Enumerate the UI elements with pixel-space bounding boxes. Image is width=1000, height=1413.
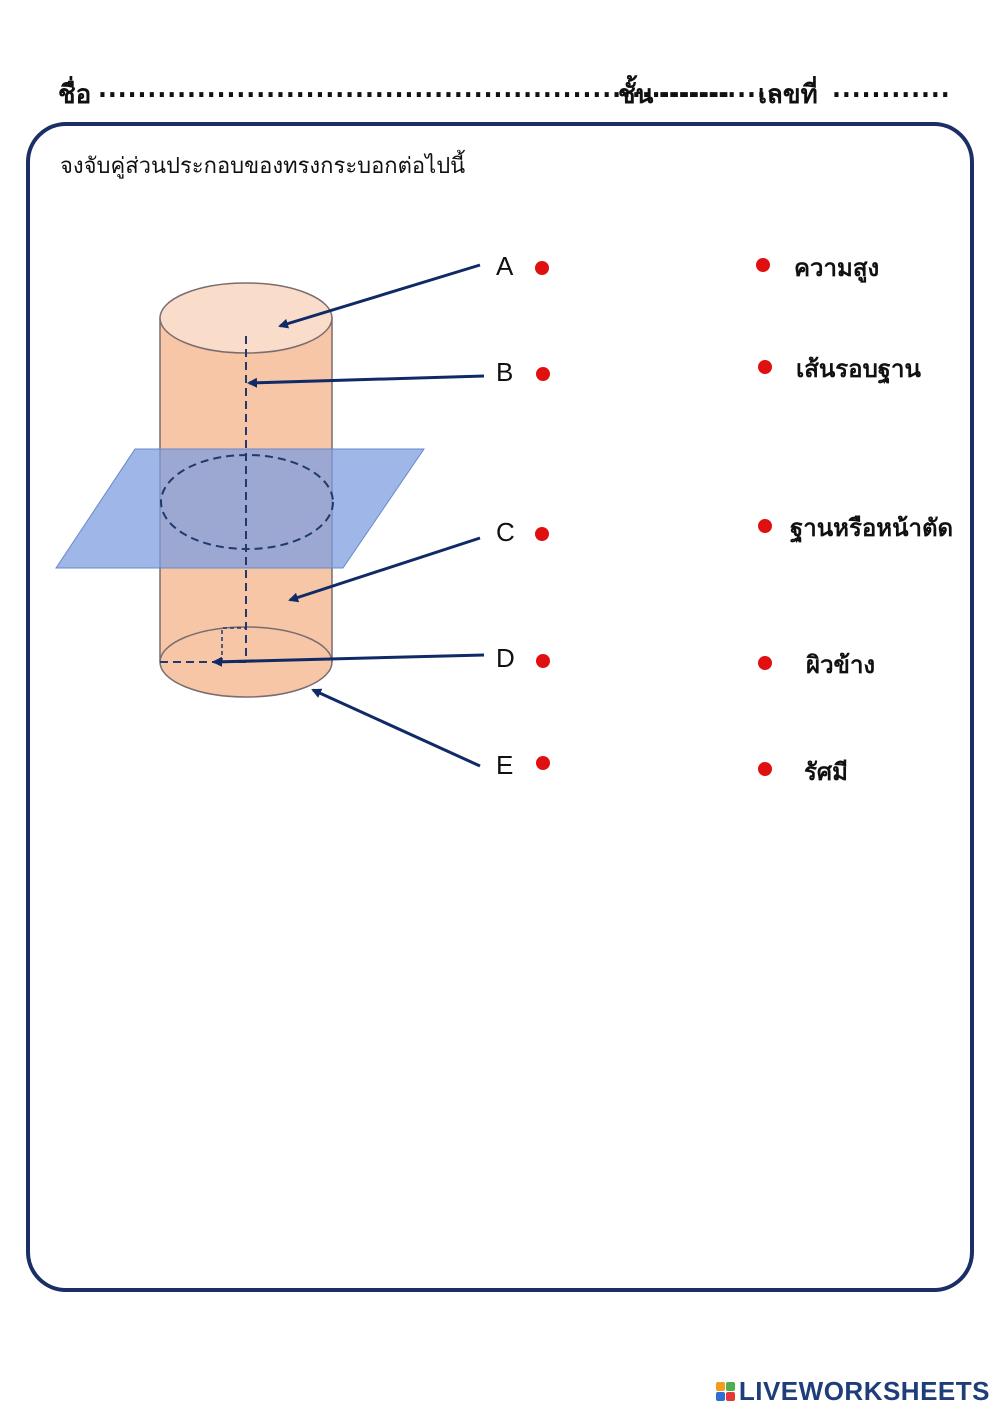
number-label: เลขที่ — [758, 80, 818, 110]
match-dot-c[interactable] — [535, 527, 549, 541]
grade-blank[interactable]: ............ — [658, 74, 777, 104]
match-dot-circumference[interactable] — [758, 360, 772, 374]
worksheet-frame — [26, 122, 974, 1292]
arrow-c — [288, 536, 481, 603]
cutting-plane — [55, 448, 425, 569]
match-dot-base[interactable] — [758, 519, 772, 533]
liveworksheets-logo: LIVEWORKSHEETS — [715, 1375, 990, 1406]
liveworksheets-icon — [715, 1381, 735, 1401]
instruction-text: จงจับคู่ส่วนประกอบของทรงกระบอกต่อไปนี้ — [60, 154, 466, 179]
label-c: C — [496, 517, 515, 547]
term-height: ความสูง — [794, 254, 880, 282]
name-blank[interactable]: ........................................… — [98, 74, 731, 104]
match-dot-radius[interactable] — [758, 762, 772, 776]
label-a: A — [496, 251, 514, 281]
brand-text: LIVEWORKSHEETS — [738, 1375, 990, 1406]
match-dot-b[interactable] — [536, 367, 550, 381]
arrow-b — [247, 374, 485, 388]
match-dot-lateral-surface[interactable] — [758, 656, 772, 670]
match-dot-a[interactable] — [535, 261, 549, 275]
right-angle-marker — [221, 627, 246, 662]
match-dot-e[interactable] — [536, 756, 550, 770]
number-blank[interactable]: ............ — [832, 74, 951, 104]
arrow-a — [278, 263, 481, 329]
arrow-d — [212, 653, 485, 667]
label-d: D — [496, 643, 515, 673]
arrow-e — [311, 688, 481, 768]
term-circumference: เส้นรอบฐาน — [796, 355, 921, 383]
name-label: ชื่อ — [58, 80, 92, 110]
term-lateral-surface: ผิวข้าง — [806, 651, 876, 679]
grade-label: ชั้น — [618, 80, 654, 110]
label-b: B — [496, 357, 514, 387]
term-radius: รัศมี — [804, 758, 848, 786]
label-e: E — [496, 750, 514, 780]
term-base-or-cross-section: ฐานหรือหน้าตัด — [790, 514, 954, 542]
match-dot-d[interactable] — [536, 654, 550, 668]
worksheet-header: ชื่อ ...................................… — [58, 74, 950, 114]
match-dot-height[interactable] — [756, 258, 770, 272]
